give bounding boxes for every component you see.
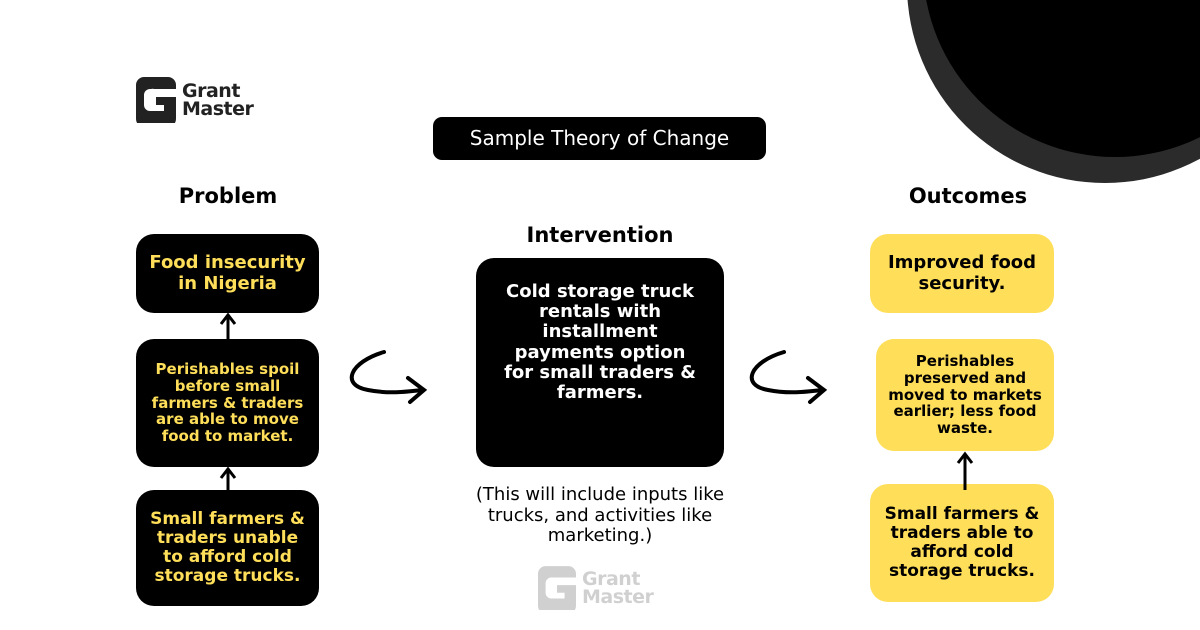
watermark-mark-icon [538, 566, 576, 610]
up-arrow-outcome [956, 451, 974, 490]
intervention-heading: Intervention [526, 223, 674, 247]
logo-text-line2: Master [182, 98, 254, 120]
problem-heading: Problem [178, 184, 278, 208]
intervention-box: Cold storage truck rentals with installm… [476, 258, 724, 467]
problem-box-1: Food insecurity in Nigeria [136, 234, 319, 313]
outcome-box-2: Perishables preserved and moved to marke… [876, 339, 1054, 451]
curved-arrow-right [749, 350, 828, 404]
up-arrow-problem-1 [219, 312, 237, 339]
problem-box-2: Perishables spoil before small farmers &… [136, 339, 319, 467]
outcome-box-3: Small farmers & traders able to afford c… [870, 484, 1054, 602]
watermark-text-line2: Master [582, 586, 654, 608]
logo-text-line1: Grant [182, 79, 240, 102]
up-arrow-problem-2 [219, 466, 237, 490]
outcomes-heading: Outcomes [908, 184, 1028, 208]
outcome-box-1: Improved food security. [870, 234, 1054, 313]
intervention-note: (This will include inputs like trucks, a… [475, 484, 725, 547]
curved-arrow-left [349, 350, 428, 404]
page-title: Sample Theory of Change [433, 117, 766, 160]
problem-box-3: Small farmers & traders unable to afford… [136, 490, 319, 606]
title-text: Sample Theory of Change [469, 126, 730, 151]
logo-mark-icon [136, 77, 176, 123]
watermark-text-line1: Grant [582, 567, 640, 590]
